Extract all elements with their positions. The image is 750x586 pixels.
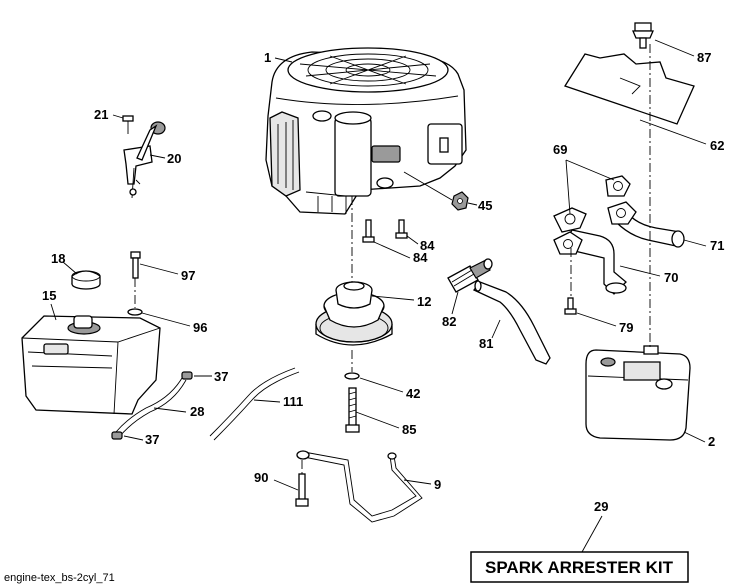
part-84-bolts — [362, 219, 408, 243]
label-15: 15 — [42, 288, 56, 303]
label-111: 111 — [283, 394, 303, 409]
label-96: 96 — [193, 320, 207, 335]
label-12: 12 — [417, 294, 431, 309]
label-20: 20 — [167, 151, 181, 166]
part-96-washer — [127, 308, 143, 316]
engine-pulley — [315, 281, 393, 346]
label-87: 87 — [697, 50, 711, 65]
label-85: 85 — [402, 422, 416, 437]
label-82: 82 — [442, 314, 456, 329]
fuel-tank — [21, 315, 161, 415]
label-42: 42 — [406, 386, 420, 401]
part-69-gaskets — [553, 175, 637, 255]
part-79-screw — [564, 297, 577, 315]
label-70: 70 — [664, 270, 678, 285]
label-37a: 37 — [214, 369, 228, 384]
part-37-clamps — [111, 371, 193, 440]
part-85-bolt — [345, 387, 360, 433]
label-97: 97 — [181, 268, 195, 283]
spark-arrester-kit-box — [470, 551, 689, 583]
label-29: 29 — [594, 499, 608, 514]
throttle-control — [122, 115, 166, 199]
label-45: 45 — [478, 198, 492, 213]
label-90: 90 — [254, 470, 268, 485]
label-37b: 37 — [145, 432, 159, 447]
heat-shield — [564, 53, 695, 125]
spark-arrester-kit-label: SPARK ARRESTER KIT — [485, 558, 674, 577]
part-87-knob — [632, 22, 654, 49]
part-42-washer — [344, 372, 360, 380]
diagram-footer-code: engine-tex_bs-2cyl_71 — [4, 572, 115, 584]
label-81: 81 — [479, 336, 493, 351]
label-9: 9 — [434, 477, 441, 492]
label-71: 71 — [710, 238, 724, 253]
label-1: 1 — [264, 50, 271, 65]
label-84b: 84 — [420, 238, 435, 253]
part-18-fuel-cap — [71, 270, 101, 290]
label-21: 21 — [94, 107, 108, 122]
part-45-nut — [451, 191, 469, 211]
part-97-screw — [130, 251, 141, 279]
part-81-hose — [472, 280, 551, 365]
fuel-line — [115, 377, 187, 437]
part-82-fuel-filter — [447, 258, 493, 293]
part-9-rod — [296, 450, 423, 523]
label-28: 28 — [190, 404, 204, 419]
muffler — [585, 345, 691, 441]
engine-assembly — [265, 47, 467, 215]
part-111-hose — [209, 367, 300, 441]
label-18: 18 — [51, 251, 65, 266]
label-84a: 84 — [413, 250, 428, 265]
label-62: 62 — [710, 138, 724, 153]
label-69: 69 — [553, 142, 567, 157]
label-79: 79 — [619, 320, 633, 335]
label-2: 2 — [708, 434, 715, 449]
